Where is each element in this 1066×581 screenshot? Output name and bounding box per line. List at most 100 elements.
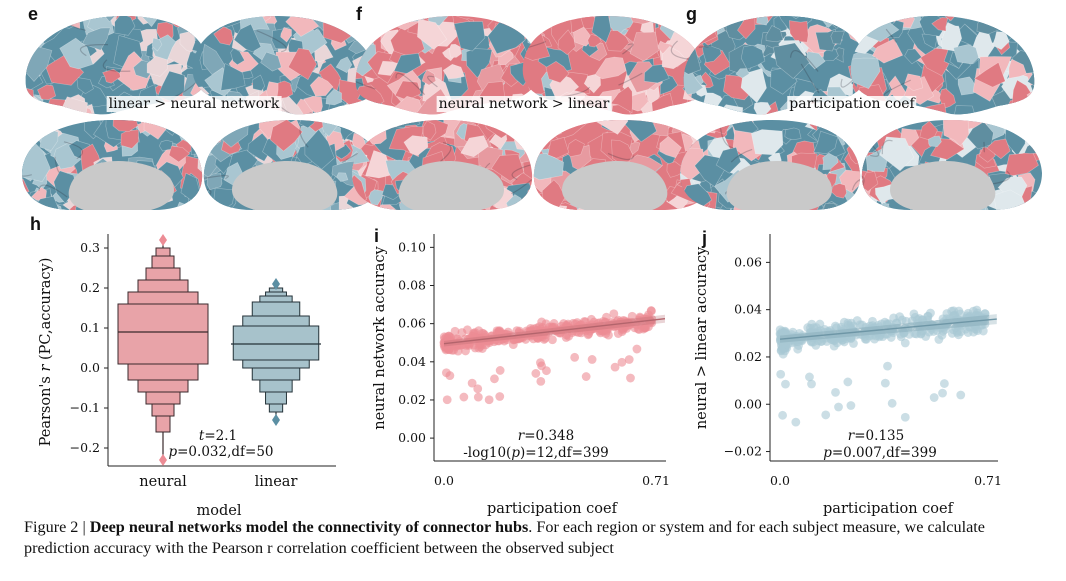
chart-h-stat-t: t=2.1 bbox=[199, 428, 237, 444]
panel-letter-g: g bbox=[686, 4, 697, 24]
chart-j-point bbox=[868, 330, 877, 340]
chart-h-ylabel: Pearson's r (PC,accuracy) bbox=[38, 258, 54, 447]
chart-j-point bbox=[839, 317, 849, 327]
chart-i-point bbox=[564, 331, 574, 341]
chart-i-point bbox=[601, 312, 611, 322]
panel-f-label: neural network > linear bbox=[436, 96, 612, 112]
medial-wall bbox=[68, 161, 174, 210]
chart-i-point bbox=[646, 306, 656, 315]
chart-j-point bbox=[831, 387, 840, 397]
chart-i-ytick-label: 0.04 bbox=[398, 354, 426, 369]
chart-i-point bbox=[452, 338, 462, 348]
chart-i-point bbox=[512, 326, 522, 336]
chart-i-point bbox=[601, 325, 611, 334]
chart-j-xtick-label: 0.71 bbox=[974, 473, 1002, 488]
caption-title: Deep neural networks model the connectiv… bbox=[89, 518, 529, 536]
chart-j-point bbox=[806, 327, 816, 337]
chart-i-xlabel: participation coef bbox=[487, 501, 619, 517]
chart-i-point bbox=[484, 395, 494, 405]
chart-j-ylabel: neural > linear accuracy bbox=[694, 246, 710, 429]
chart-j-point bbox=[939, 379, 949, 388]
chart-j-point bbox=[847, 331, 857, 341]
chart-j-point bbox=[860, 334, 870, 344]
panel-letter-f: f bbox=[356, 4, 362, 24]
chart-j-point bbox=[795, 328, 804, 338]
chart-i-point bbox=[626, 373, 635, 383]
chart-j-ytick-label: 0.04 bbox=[734, 302, 762, 317]
panel-letter-h: h bbox=[30, 214, 41, 234]
chart-j-ytick-label: −0.02 bbox=[724, 444, 762, 459]
panel-g-label: participation coef bbox=[787, 96, 917, 112]
chart-i-ytick-label: 0.00 bbox=[398, 430, 426, 445]
chart-i-xtick-label: 0.71 bbox=[642, 473, 670, 488]
chart-j-point bbox=[929, 393, 939, 402]
chart-j-ytick-label: 0.02 bbox=[734, 349, 762, 364]
chart-j-point bbox=[900, 412, 910, 422]
figure-caption: Figure 2 | Deep neural networks model th… bbox=[24, 517, 1044, 559]
chart-h-ytick-label: −0.2 bbox=[70, 440, 100, 455]
chart-j-point bbox=[837, 324, 847, 334]
chart-i-ytick-label: 0.08 bbox=[398, 278, 426, 293]
chart-j-point bbox=[778, 410, 788, 420]
chart-j-point bbox=[815, 319, 825, 329]
chart-j-point bbox=[938, 388, 947, 398]
chart-j-point bbox=[883, 361, 892, 371]
panel-letter-i: i bbox=[374, 226, 380, 246]
chart-i-point bbox=[495, 366, 505, 375]
chart-j-point bbox=[956, 390, 966, 400]
chart-i-point bbox=[542, 366, 551, 376]
chart-i-point bbox=[532, 323, 541, 333]
chart-i-point bbox=[548, 335, 557, 345]
chart-j-point bbox=[805, 372, 814, 382]
panel-e-label: linear > neural network bbox=[106, 96, 282, 112]
brain-f-view-3 bbox=[352, 120, 533, 210]
chart-i-point bbox=[441, 368, 451, 378]
chart-h-neural-outlier bbox=[159, 454, 167, 466]
brain-e-view-3 bbox=[22, 120, 203, 210]
chart-j-stat-p: p=0.007,df=399 bbox=[823, 445, 937, 461]
chart-j-point bbox=[948, 325, 958, 335]
brain-g-view-4 bbox=[861, 120, 1042, 210]
chart-j-point bbox=[846, 401, 856, 410]
chart-i-xtick-label: 0.0 bbox=[434, 473, 454, 488]
caption-prefix: Figure 2 | bbox=[24, 518, 90, 536]
chart-i-ytick-label: 0.02 bbox=[398, 392, 426, 407]
chart-i-ytick-label: 0.10 bbox=[398, 239, 426, 254]
chart-h-xtick-label: linear bbox=[255, 474, 298, 490]
chart-i-point bbox=[587, 355, 597, 364]
chart-j-point bbox=[900, 338, 910, 348]
chart-j-point bbox=[882, 319, 892, 329]
chart-j-point bbox=[910, 329, 920, 339]
chart-j-ytick-label: 0.00 bbox=[734, 396, 762, 411]
chart-i-point bbox=[579, 317, 589, 326]
chart-h-stat-p: p=0.032,df=50 bbox=[168, 444, 273, 460]
chart-i-point bbox=[571, 323, 581, 333]
chart-j-fit-band bbox=[780, 314, 997, 343]
chart-i-point bbox=[490, 374, 499, 384]
chart-j-point bbox=[781, 379, 790, 389]
medial-wall bbox=[232, 161, 338, 210]
chart-h-ytick-label: 0.2 bbox=[80, 280, 100, 295]
chart-h-linear-box-level-1 bbox=[232, 325, 320, 361]
chart-h-neural-box-level-1 bbox=[117, 303, 209, 365]
chart-i-ylabel: neural network accuracy bbox=[372, 245, 388, 429]
chart-j-point bbox=[807, 379, 816, 389]
chart-h-xlabel: model bbox=[197, 503, 242, 519]
chart-i-point bbox=[473, 392, 483, 402]
chart-i-point bbox=[536, 376, 546, 386]
chart-h-xtick-label: neural bbox=[139, 474, 187, 490]
chart-i-point bbox=[581, 372, 591, 381]
chart-i-point bbox=[633, 324, 643, 334]
chart-h-linear-outlier bbox=[272, 414, 280, 426]
panel-letter-e: e bbox=[28, 4, 39, 24]
chart-i-point bbox=[442, 395, 452, 405]
chart-j-point bbox=[923, 311, 933, 321]
chart-j-point bbox=[843, 377, 853, 387]
chart-i-point bbox=[470, 328, 480, 337]
chart-i-point bbox=[536, 358, 545, 368]
chart-j-point bbox=[783, 339, 793, 349]
medial-wall bbox=[562, 161, 668, 210]
chart-j-point bbox=[776, 345, 786, 355]
